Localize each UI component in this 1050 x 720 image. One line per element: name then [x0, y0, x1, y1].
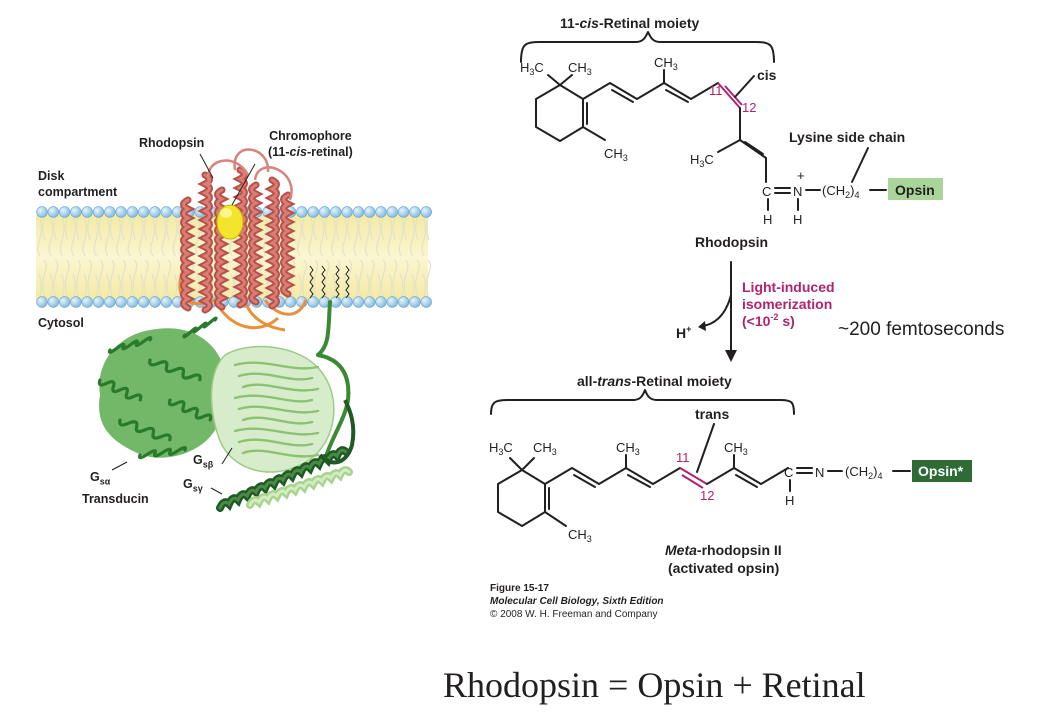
figure-credit: Figure 15-17 Molecular Cell Biology, Six…	[490, 582, 664, 621]
svg-text:N: N	[815, 465, 824, 480]
rhodopsin-helices	[180, 166, 296, 314]
svg-text:CH3: CH3	[568, 60, 592, 77]
cis-carbon-12: 12	[742, 100, 756, 115]
transducin-g-beta	[210, 345, 335, 473]
svg-text:H: H	[763, 212, 772, 227]
membrane-illustration	[36, 148, 432, 512]
proton-release-arrow	[701, 294, 732, 327]
cis-moiety-title: 11-cis-Retinal moiety	[560, 15, 700, 31]
opsin-box	[888, 178, 943, 200]
svg-text:CH3: CH3	[724, 440, 748, 457]
cis-double-bond-11-12	[717, 82, 741, 109]
svg-text:H3C: H3C	[489, 440, 513, 457]
svg-text:C: C	[784, 465, 793, 480]
svg-text:CH3: CH3	[533, 440, 557, 457]
transducin-label: Transducin	[82, 492, 149, 506]
reaction-arrowhead	[725, 350, 737, 362]
cytosol-label: Cytosol	[38, 316, 84, 330]
trans-carbon-11: 11	[676, 450, 690, 465]
transducin-g-alpha	[97, 316, 229, 460]
cis-carbon-11: 11	[709, 83, 723, 98]
svg-text:H3C: H3C	[690, 152, 714, 169]
trans-moiety-brace	[490, 389, 795, 415]
svg-text:Opsin: Opsin	[895, 182, 935, 198]
svg-text:C: C	[762, 184, 771, 199]
trans-moiety-title: all-trans-Retinal moiety	[577, 373, 732, 389]
chromophore-label: Chromophore (11-cis-retinal)	[268, 128, 353, 160]
svg-text:N: N	[793, 184, 802, 199]
svg-text:CH3: CH3	[568, 527, 592, 544]
svg-text:H3C: H3C	[520, 60, 544, 77]
svg-text:H: H	[793, 212, 802, 227]
lipid-anchor-chains	[309, 265, 350, 299]
trans-cyclohexene-ring	[497, 469, 546, 527]
lysine-side-chain-label: Lysine side chain	[789, 129, 905, 145]
trans-double-bond-11-12	[679, 467, 708, 485]
svg-text:Opsin*: Opsin*	[918, 463, 964, 479]
cis-label: cis	[757, 67, 777, 83]
retinal-chemistry-diagram: 11-cis-Retinal moiety H3C CH3 CH3 CH3 11…	[489, 15, 972, 576]
g-beta-label: Gsβ	[193, 453, 214, 470]
svg-text:H: H	[785, 493, 794, 508]
trans-carbon-12: 12	[700, 488, 714, 503]
lipid-heads-bottom	[36, 296, 432, 308]
summary-equation: Rhodopsin = Opsin + Retinal	[443, 665, 866, 705]
disk-compartment-label: Disk compartment	[38, 169, 118, 199]
opsin-star-box	[912, 460, 972, 482]
figure-book: Molecular Cell Biology, Sixth Edition	[490, 596, 664, 607]
cis-moiety-brace	[520, 31, 775, 63]
proton-label: H+	[676, 324, 691, 341]
transducin-anchor-linker	[316, 300, 351, 462]
rhodopsin-name-label: Rhodopsin	[695, 234, 768, 250]
svg-text:CH3: CH3	[616, 440, 640, 457]
figure-publisher: © 2008 W. H. Freeman and Company	[490, 609, 658, 620]
transducin-dark-tail	[318, 399, 356, 465]
label-leader-lines	[111, 153, 256, 495]
g-gamma-label: Gsγ	[183, 477, 203, 494]
g-alpha-label: Gsα	[90, 470, 111, 487]
lipid-tails	[37, 217, 432, 297]
svg-text:+: +	[797, 168, 805, 183]
figure-number: Figure 15-17	[490, 583, 549, 594]
chromophore-label-line2: (11-cis-retinal)	[268, 145, 353, 159]
svg-text:(CH2)4: (CH2)4	[845, 464, 882, 481]
trans-label: trans	[695, 406, 729, 422]
metarhodopsin-name-label: Meta-rhodopsin II(activated opsin)	[665, 542, 782, 576]
rhodopsin-protein-label: Rhodopsin	[139, 136, 205, 150]
transducin-g-gamma	[216, 446, 353, 512]
svg-text:CH3: CH3	[604, 146, 628, 163]
chromophore-label-line1: Chromophore	[269, 129, 352, 143]
rhodopsin-extracellular-loops	[207, 148, 293, 201]
cis-cyclohexene-ring	[535, 84, 584, 142]
femtoseconds-note: ~200 femtoseconds	[838, 319, 1005, 340]
svg-text:CH3: CH3	[654, 55, 678, 72]
svg-text:(CH2)4: (CH2)4	[822, 183, 859, 200]
